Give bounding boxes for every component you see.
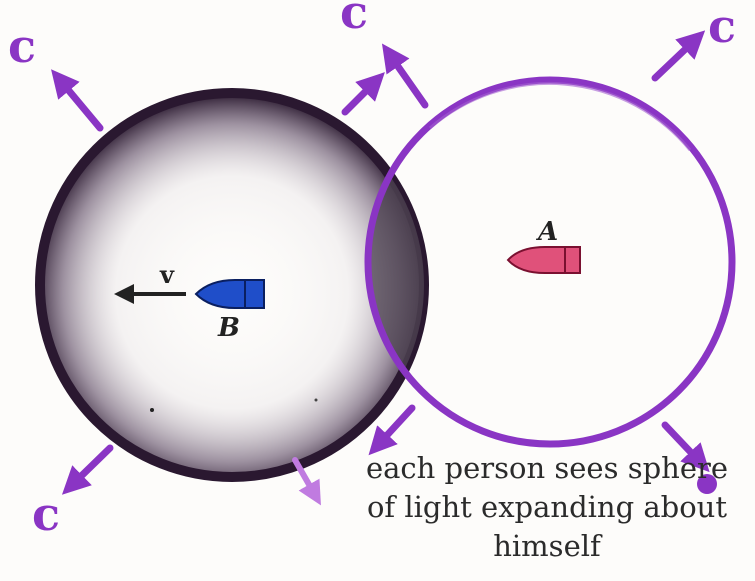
arrow-a-upper-right [655, 40, 695, 78]
c-label-upper-right: c [708, 0, 736, 53]
caption-line-3: himself [493, 529, 603, 563]
caption-line-2: of light expanding about [367, 490, 727, 524]
ship-a-label: A [535, 217, 558, 247]
arrow-b-upper-left [60, 80, 100, 128]
c-label-top-middle: c [340, 0, 368, 39]
c-label-lower-left: c [32, 487, 60, 541]
arrow-b-lower-left [72, 448, 110, 485]
velocity-label: v [159, 260, 175, 289]
arrow-a-upper-left [390, 55, 425, 105]
caption-line-1: each person sees sphere [366, 451, 728, 485]
sphere-a-inner-shading [430, 83, 690, 150]
ship-b-label: B [217, 313, 240, 343]
arrow-a-lower-left [378, 408, 412, 445]
c-label-upper-left: c [8, 19, 36, 73]
ship-a-icon [508, 247, 580, 273]
arrow-b-upper-right [345, 82, 375, 112]
